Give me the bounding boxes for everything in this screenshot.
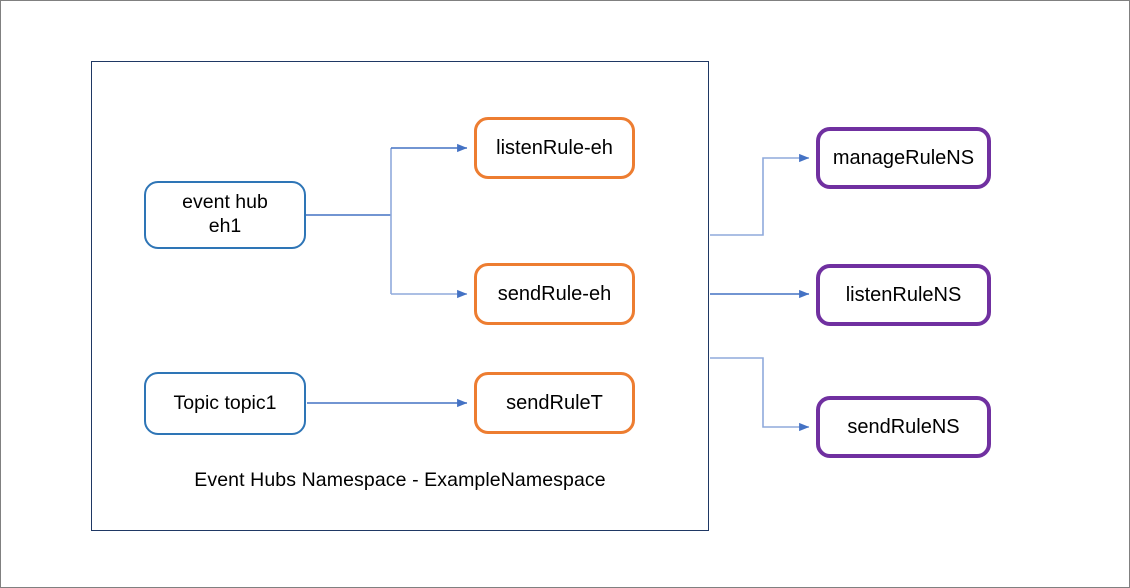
event-hub-eh1-line2: eh1 [208, 215, 242, 237]
send-rule-eh-label: sendRule-eh [497, 282, 612, 305]
send-rule-ns-node[interactable]: sendRuleNS [816, 396, 991, 458]
connector-namespace-to-sendrulens [710, 357, 810, 432]
send-rule-t-node[interactable]: sendRuleT [474, 372, 635, 434]
listen-rule-ns-label: listenRuleNS [845, 283, 962, 306]
event-hub-eh1-line1: event hub [182, 191, 268, 214]
event-hubs-namespace-boundary [91, 61, 709, 531]
manage-rule-ns-label: manageRuleNS [832, 146, 975, 169]
topic-topic1-label: Topic topic1 [173, 391, 277, 414]
listen-rule-eh-node[interactable]: listenRule-eh [474, 117, 635, 179]
topic-topic1-node[interactable]: Topic topic1 [144, 372, 306, 435]
send-rule-t-label: sendRuleT [506, 391, 603, 414]
event-hub-eh1-node[interactable]: event hub eh1 [144, 181, 306, 249]
namespace-caption: Event Hubs Namespace - ExampleNamespace [194, 469, 606, 491]
send-rule-ns-label: sendRuleNS [847, 415, 960, 438]
manage-rule-ns-node[interactable]: manageRuleNS [816, 127, 991, 189]
send-rule-eh-node[interactable]: sendRule-eh [474, 263, 635, 325]
listen-rule-eh-label: listenRule-eh [496, 136, 613, 159]
listen-rule-ns-node[interactable]: listenRuleNS [816, 264, 991, 326]
connector-namespace-to-managerulens [710, 153, 810, 236]
